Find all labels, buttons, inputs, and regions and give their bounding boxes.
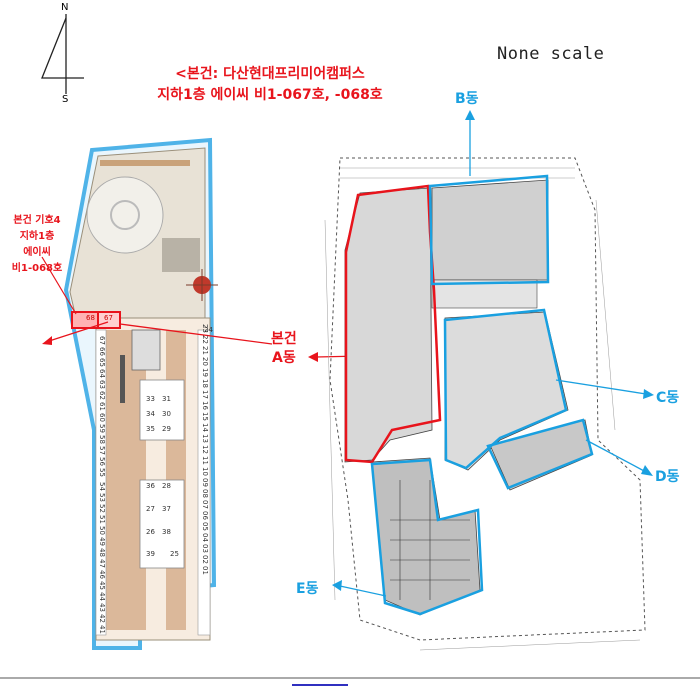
unit-number: 34 <box>146 410 155 418</box>
building-D-label: D동 <box>655 469 680 485</box>
unit-number: 58 <box>98 435 106 444</box>
unit-number: 09 <box>201 478 209 487</box>
unit-number: 08 <box>201 489 209 498</box>
unit-number: 26 <box>146 528 155 536</box>
unit-number: 56 <box>98 457 106 466</box>
building-B-label: B동 <box>455 91 479 107</box>
right-subject-label: 본건 A동 <box>271 330 297 368</box>
unit-number: 24 <box>204 326 213 334</box>
left-subject-line-1: 본건 기호4 <box>13 215 61 226</box>
right-subject-line-1: 본건 <box>271 331 297 347</box>
unit-number: 13 <box>201 434 209 443</box>
unit-number: 39 <box>146 550 155 558</box>
unit-number: 07 <box>201 500 209 509</box>
unit-number: 63 <box>98 380 106 389</box>
unit-number: 06 <box>201 511 209 520</box>
unit-number: 53 <box>98 493 106 502</box>
footer-mark <box>292 684 348 686</box>
building-D-outline <box>486 418 594 490</box>
unit-number: 35 <box>146 425 155 433</box>
subject-unit-number: 68 <box>86 314 95 322</box>
unit-number: 15 <box>201 412 209 421</box>
right-site-plan <box>324 157 646 651</box>
building-A-outline <box>344 184 442 464</box>
unit-number: 45 <box>98 581 106 590</box>
compass-north-label: N <box>61 2 69 13</box>
title-line-2: 지하1층 에이씨 비1-067호, -068호 <box>157 87 383 103</box>
unit-number: 50 <box>98 526 106 535</box>
unit-number: 60 <box>98 413 106 422</box>
unit-number: 12 <box>201 445 209 454</box>
unit-number: 59 <box>98 424 106 433</box>
title-line-1: <본건: 다산현대프리미어캠퍼스 <box>175 66 365 82</box>
unit-number: 29 <box>162 425 171 433</box>
unit-number: 48 <box>98 548 106 557</box>
unit-number: 61 <box>98 402 106 411</box>
unit-number: 43 <box>98 603 106 612</box>
unit-number: 05 <box>201 522 209 531</box>
right-subject-line-2: A동 <box>272 350 296 366</box>
unit-number: 42 <box>98 614 106 623</box>
unit-number: 04 <box>201 533 209 542</box>
unit-number: 03 <box>201 544 209 553</box>
building-B-outline <box>428 174 550 286</box>
unit-number: 52 <box>98 504 106 513</box>
unit-number: 11 <box>201 456 209 465</box>
page-title: <본건: 다산현대프리미어캠퍼스 지하1층 에이씨 비1-067호, -068호 <box>140 64 400 106</box>
building-E-outline <box>370 458 484 616</box>
unit-number: 66 <box>98 347 106 356</box>
unit-number: 25 <box>170 550 179 558</box>
unit-number: 36 <box>146 482 155 490</box>
unit-number: 62 <box>98 391 106 400</box>
left-subject-line-4: 비1-068호 <box>11 263 63 274</box>
unit-number: 37 <box>162 505 171 513</box>
subject-unit-number: 67 <box>104 314 113 322</box>
unit-number: 19 <box>201 368 209 377</box>
scale-note: None scale <box>497 44 605 64</box>
left-subject-label: 본건 기호4 지하1층 에이씨 비1-068호 <box>6 213 68 277</box>
unit-number: 30 <box>162 410 171 418</box>
left-subject-line-3: 에이씨 <box>23 247 51 258</box>
unit-number: 16 <box>201 401 209 410</box>
unit-number: 57 <box>98 446 106 455</box>
unit-number: 01 <box>201 566 209 575</box>
unit-number: 27 <box>146 505 155 513</box>
building-C-outline <box>443 308 568 470</box>
left-subject-line-2: 지하1층 <box>19 231 55 242</box>
unit-number: 22 <box>201 335 209 344</box>
unit-number: 18 <box>201 379 209 388</box>
unit-number: 55 <box>98 468 106 477</box>
compass-south-label: S <box>62 94 69 105</box>
unit-number: 49 <box>98 537 106 546</box>
unit-number: 44 <box>98 592 106 601</box>
unit-number: 31 <box>162 395 171 403</box>
unit-number: 67 <box>98 336 106 345</box>
unit-number: 10 <box>201 467 209 476</box>
unit-number: 47 <box>98 559 106 568</box>
unit-number: 51 <box>98 515 106 524</box>
unit-number: 33 <box>146 395 155 403</box>
unit-number: 54 <box>98 482 106 491</box>
unit-number: 46 <box>98 570 106 579</box>
unit-number: 02 <box>201 555 209 564</box>
unit-number: 38 <box>162 528 171 536</box>
building-E-label: E동 <box>296 581 319 597</box>
unit-number: 64 <box>98 369 106 378</box>
north-arrow-icon <box>41 14 84 94</box>
unit-number: 65 <box>98 358 106 367</box>
unit-number: 28 <box>162 482 171 490</box>
unit-number: 17 <box>201 390 209 399</box>
building-C-label: C동 <box>656 390 680 406</box>
unit-number: 41 <box>98 625 106 634</box>
left-floor-plan <box>63 137 218 650</box>
unit-number: 20 <box>201 357 209 366</box>
unit-number: 21 <box>201 346 209 355</box>
unit-number: 14 <box>201 423 209 432</box>
